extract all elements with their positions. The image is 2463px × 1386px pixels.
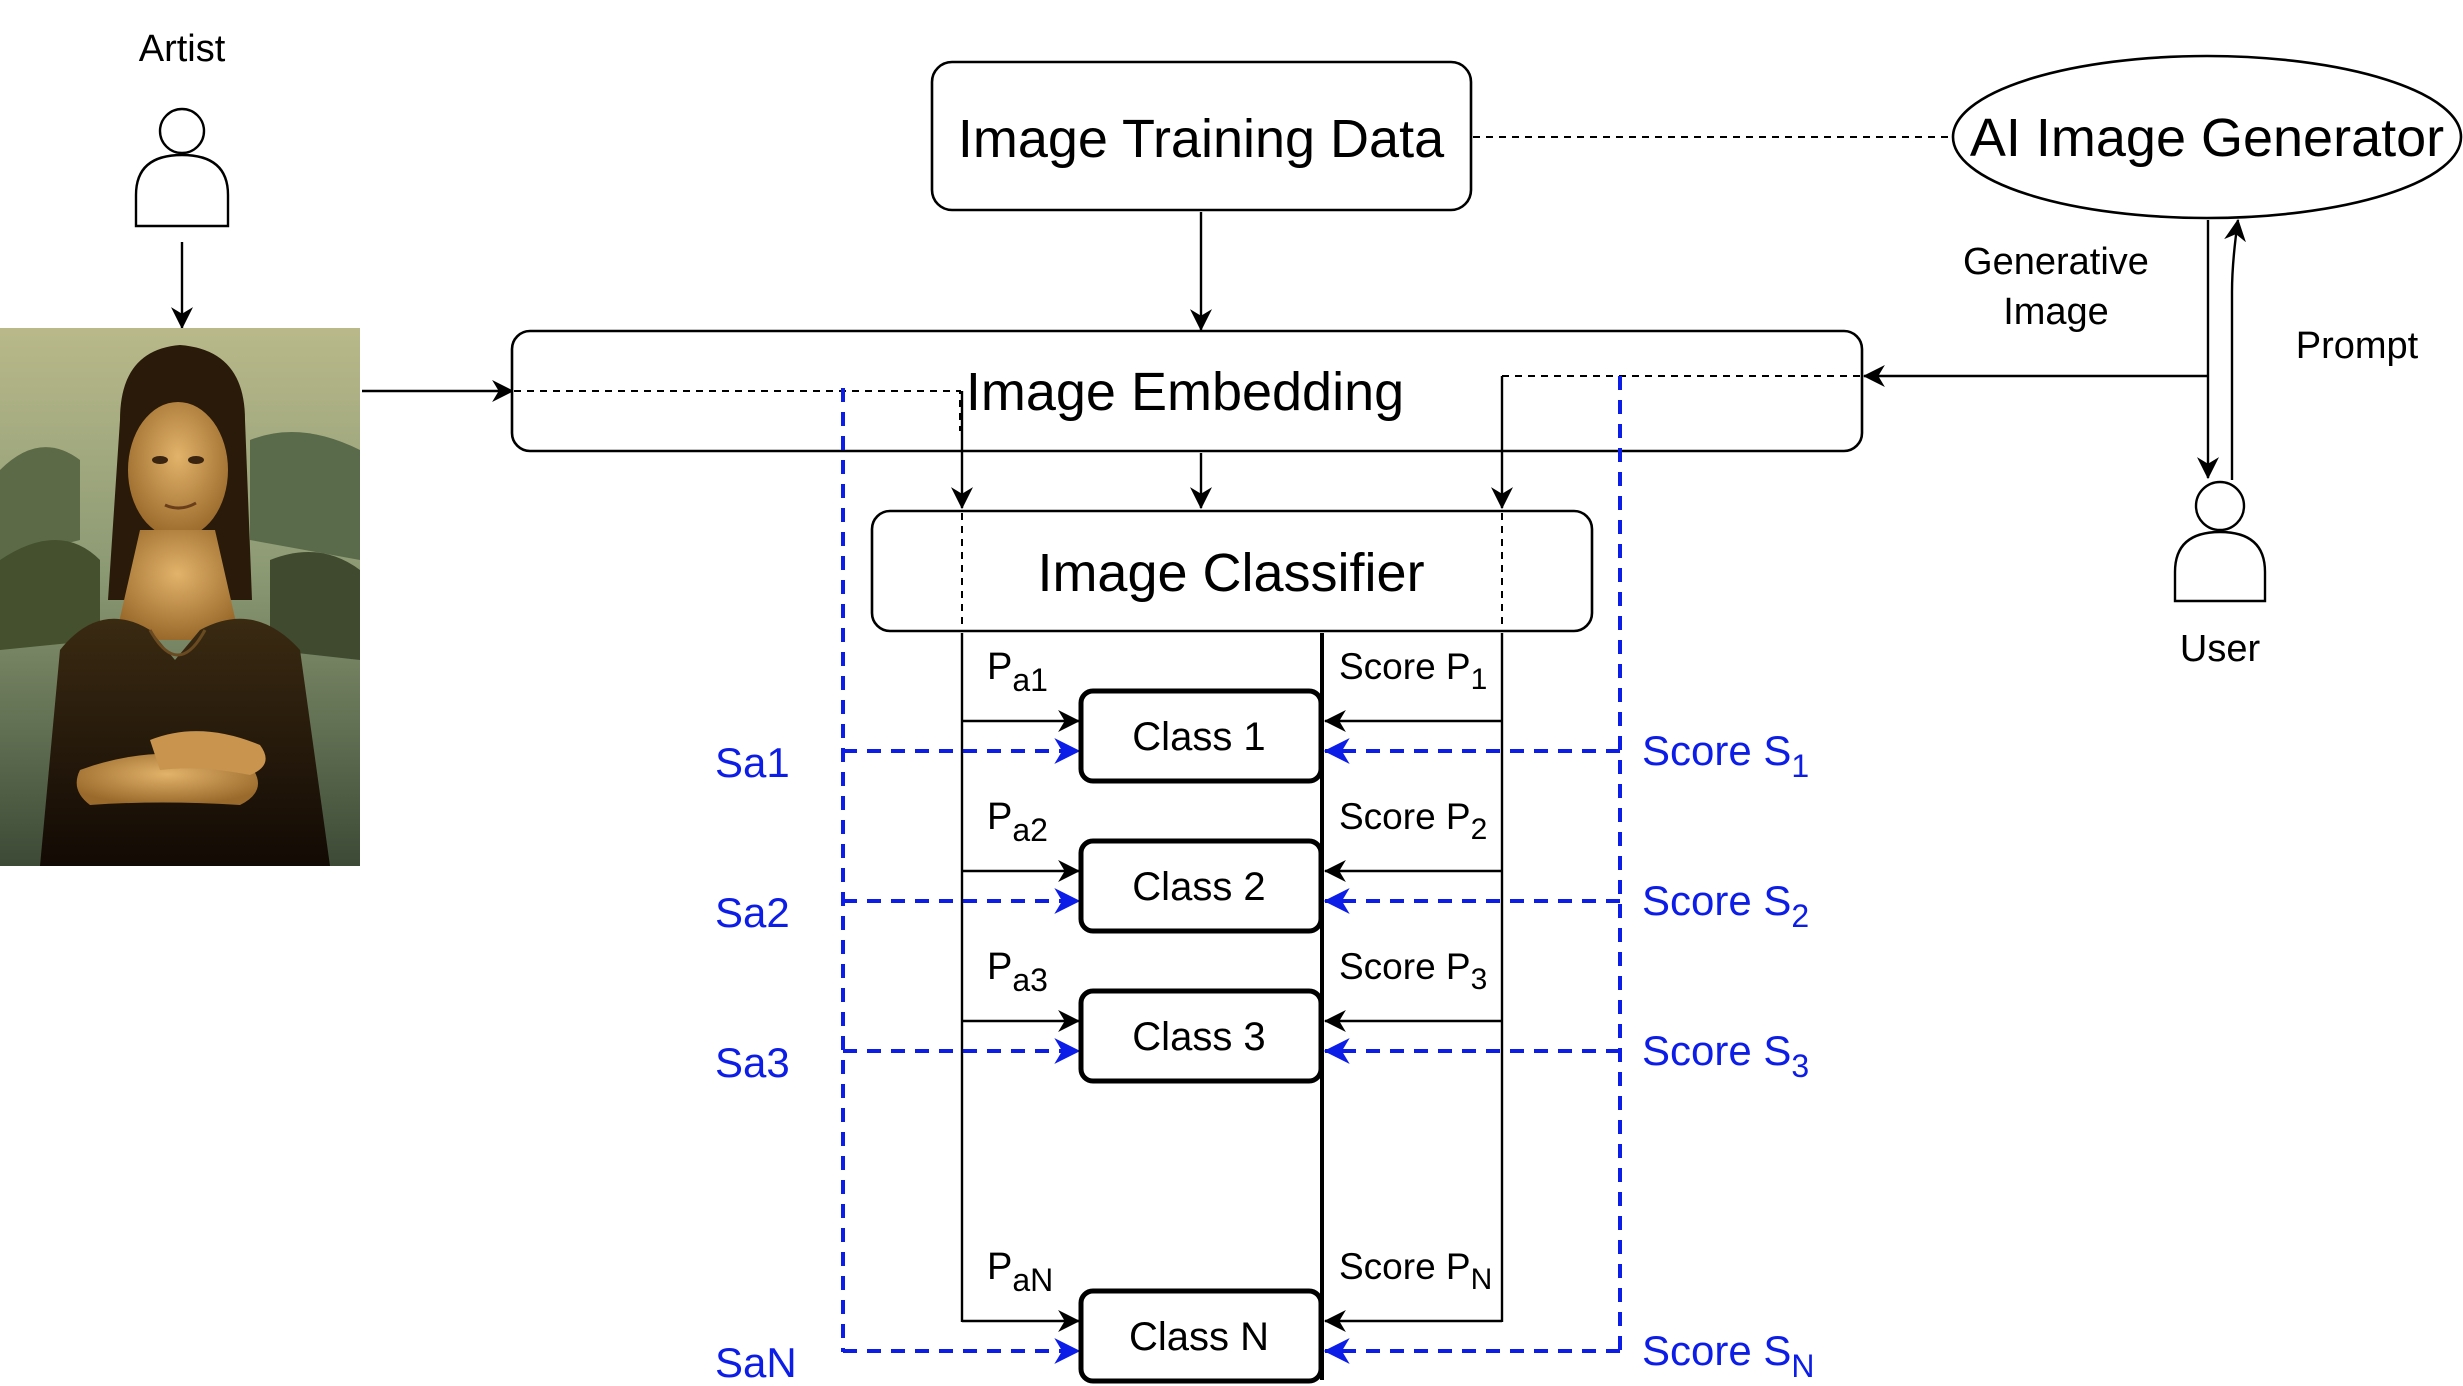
classifier-box: [870, 509, 1594, 633]
class-box-class-2: [1078, 838, 1324, 934]
classifier-label: Image Classifier: [1037, 543, 1424, 603]
score-p-label-class-n: Score PN: [1339, 1246, 1492, 1296]
artist-label: Artist: [139, 28, 226, 70]
class-box-class-3: [1078, 988, 1324, 1084]
p-label-class-n: PaN: [987, 1246, 1053, 1298]
score-s-label-class-2: Score S2: [1642, 877, 1809, 934]
score-p-label-class-1: Score P1: [1339, 646, 1487, 696]
generator-label: AI Image Generator: [1970, 108, 2444, 168]
class-label-class-1: Class 1: [1132, 715, 1265, 759]
score-p-label-class-2: Score P2: [1339, 796, 1487, 846]
generative-image-label: Image: [2003, 291, 2109, 333]
user-to-generator-arrow: [2224, 218, 2246, 480]
user-label: User: [2180, 628, 2261, 670]
score-s-label-class-1: Score S1: [1642, 727, 1809, 784]
p-label-class-3: Pa3: [987, 946, 1048, 998]
sa-label-class-1: Sa1: [715, 739, 790, 786]
class-box-class-1: [1078, 688, 1324, 784]
p-label-class-2: Pa2: [987, 796, 1048, 848]
embedding-left-path: [514, 390, 961, 431]
generator-ellipse: [1951, 54, 2463, 220]
embedding-box: [510, 329, 1864, 453]
prompt-label: Prompt: [2296, 325, 2419, 367]
class-label-class-3: Class 3: [1132, 1015, 1265, 1059]
generative-label: Generative: [1963, 241, 2149, 283]
score-s-label-class-3: Score S3: [1642, 1027, 1809, 1084]
artist-icon: [134, 107, 230, 228]
class-label-class-n: Class N: [1129, 1315, 1269, 1359]
score-p-label-class-3: Score P3: [1339, 946, 1487, 996]
sa-label-class-n: SaN: [715, 1339, 797, 1386]
p-label-class-1: Pa1: [987, 646, 1048, 698]
sa-label-class-3: Sa3: [715, 1039, 790, 1086]
training-data-box: [930, 60, 1473, 212]
user-icon: [2173, 480, 2267, 603]
embedding-label: Image Embedding: [966, 362, 1404, 422]
painting-image: [0, 328, 360, 866]
class-label-class-2: Class 2: [1132, 865, 1265, 909]
score-s-label-class-n: Score SN: [1642, 1327, 1815, 1384]
class-box-class-n: [1078, 1288, 1324, 1384]
training-data-label: Image Training Data: [958, 109, 1445, 169]
sa-label-class-2: Sa2: [715, 889, 790, 936]
